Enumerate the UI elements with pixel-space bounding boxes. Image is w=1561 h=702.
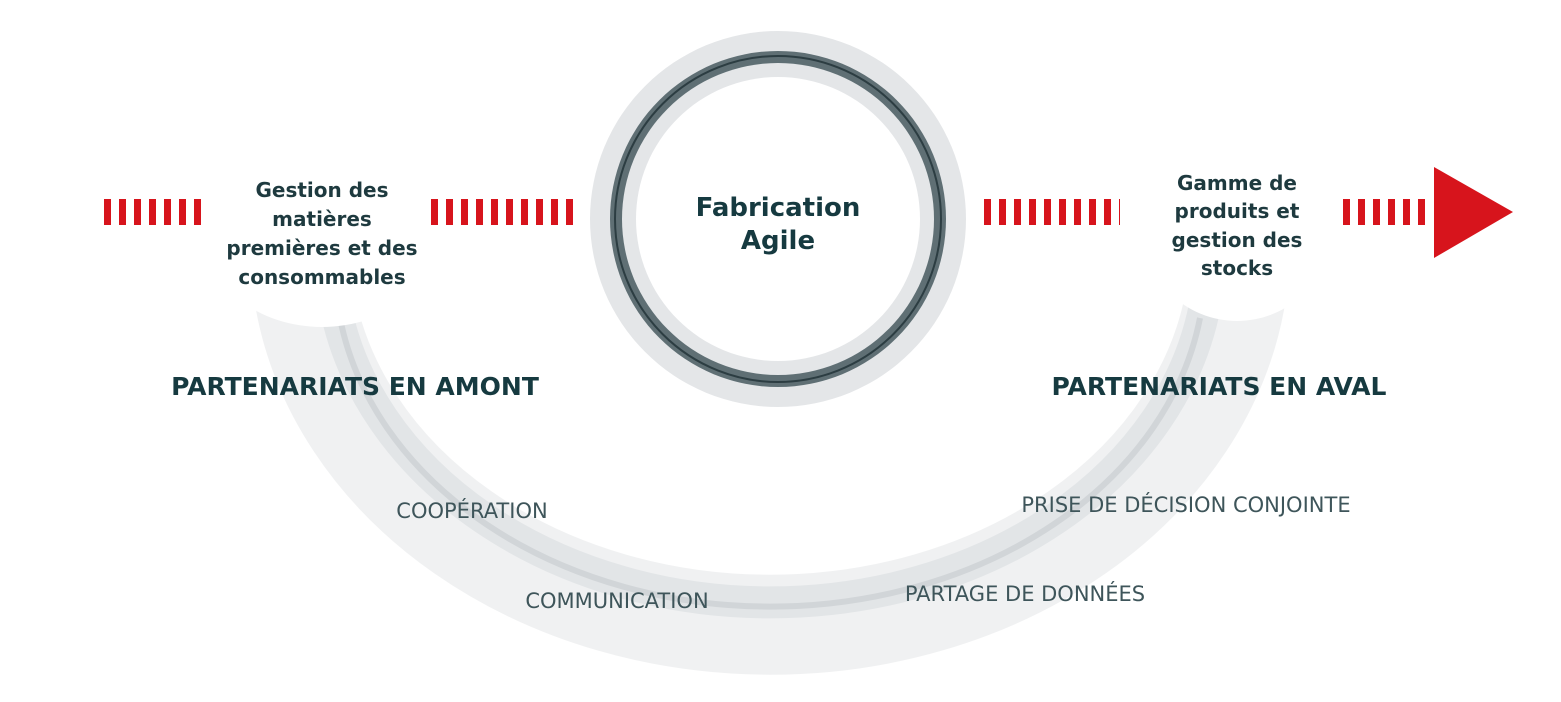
- upstream-node-halo: [204, 137, 440, 327]
- downstream-line-1: Gamme de: [1177, 171, 1297, 195]
- upstream-line-4: consommables: [238, 265, 405, 289]
- downstream-line-2: produits et: [1175, 199, 1300, 223]
- partnership-arc: [255, 250, 1285, 675]
- label-communication: COMMUNICATION: [525, 589, 708, 613]
- upstream-line-2: matières: [272, 207, 372, 231]
- upstream-line-3: premières et des: [226, 236, 417, 260]
- label-data-sharing: PARTAGE DE DONNÉES: [905, 581, 1145, 606]
- ring-inner-white: [636, 77, 920, 361]
- downstream-heading: PARTENARIATS EN AVAL: [1052, 372, 1387, 401]
- downstream-node-label: Gamme de produits et gestion des stocks: [1172, 171, 1303, 280]
- upstream-line-1: Gestion des: [255, 178, 388, 202]
- label-cooperation: COOPÉRATION: [396, 498, 547, 523]
- upstream-heading: PARTENARIATS EN AMONT: [171, 372, 539, 401]
- downstream-line-3: gestion des: [1172, 228, 1303, 252]
- arrow-right-icon: [1434, 167, 1513, 258]
- ring-thin-line: [614, 55, 942, 383]
- downstream-line-4: stocks: [1201, 256, 1273, 280]
- arc-outer-band: [255, 250, 1285, 675]
- center-label-line-2: Agile: [741, 226, 815, 256]
- arc-line: [337, 317, 1203, 610]
- center-ring: [590, 31, 966, 407]
- label-joint-decision: PRISE DE DÉCISION CONJOINTE: [1021, 492, 1350, 517]
- downstream-node-halo: [1142, 131, 1332, 321]
- center-label-line-1: Fabrication: [696, 193, 861, 223]
- upstream-node-label: Gestion des matières premières et des co…: [226, 178, 417, 289]
